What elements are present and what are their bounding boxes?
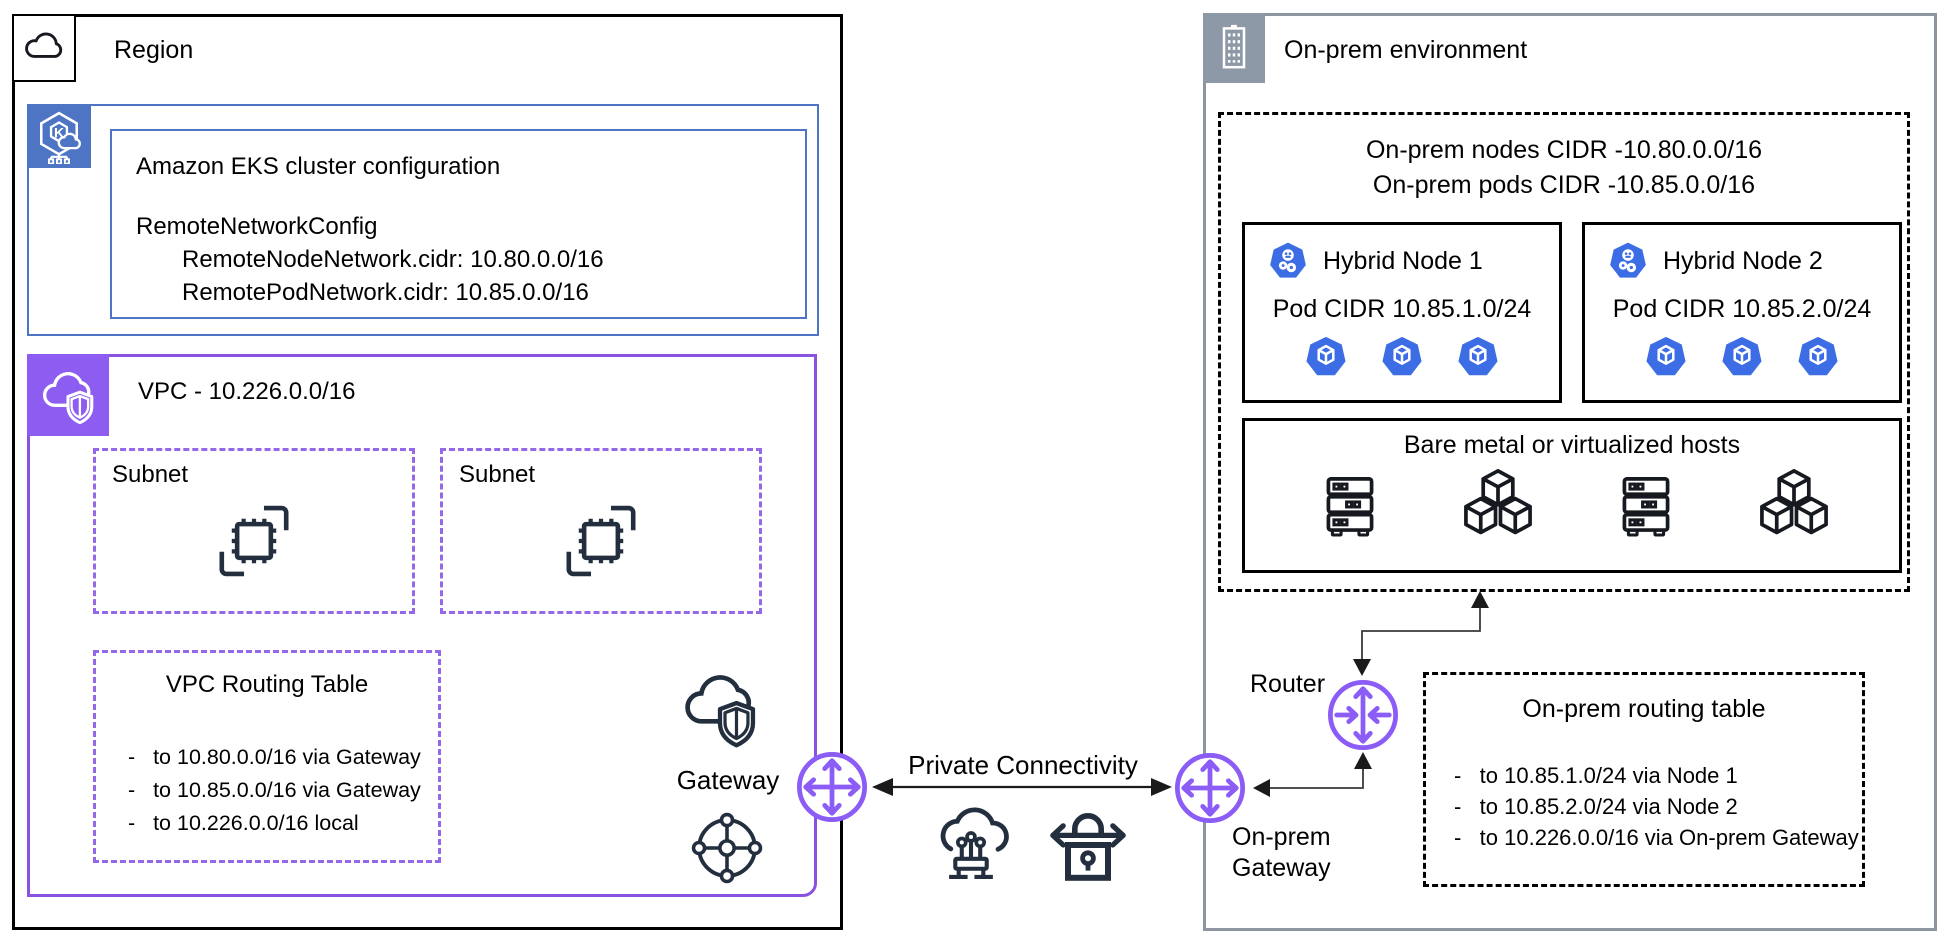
region-icon-holder: [12, 14, 76, 82]
kubernetes-pod-icon: [1455, 333, 1501, 381]
bare-metal-hosts-box: Bare metal or virtualized hosts: [1242, 418, 1902, 573]
cubes-icon: [1757, 468, 1831, 544]
eks-config-line: RemoteNodeNetwork.cidr: 10.80.0.0/16: [182, 246, 604, 273]
server-rack-icon: [1609, 468, 1683, 544]
vpc-gateway-icon: [794, 749, 870, 825]
onprem-cidr-box: On-prem nodes CIDR -10.80.0.0/16 On-prem…: [1218, 112, 1910, 592]
vpc-route-entry: - to 10.85.0.0/16 via Gateway: [128, 778, 421, 802]
onprem-container: [1203, 13, 1937, 931]
cloud-icon: [21, 25, 67, 71]
hybrid-node-1-box: Hybrid Node 1 Pod CIDR 10.85.1.0/24: [1242, 222, 1562, 403]
vpc-route-entry: - to 10.80.0.0/16 via Gateway: [128, 745, 421, 769]
kubernetes-pod-icon: [1643, 333, 1689, 381]
eks-config-heading: RemoteNetworkConfig: [136, 213, 378, 240]
onprem-gateway-icon: [1172, 750, 1248, 826]
hybrid-node-title: Hybrid Node 1: [1323, 246, 1483, 275]
hybrid-node-title: Hybrid Node 2: [1663, 246, 1823, 275]
vpc-container: [27, 354, 817, 897]
onprem-label: On-prem environment: [1284, 36, 1528, 64]
eks-config-box: Amazon EKS cluster configuration RemoteN…: [110, 129, 807, 319]
vpc-cloud-shield-icon: [27, 354, 109, 436]
onprem-nodes-cidr: On-prem nodes CIDR -10.80.0.0/16: [1365, 136, 1763, 164]
pod-cidr-label: Pod CIDR 10.85.1.0/24: [1272, 295, 1532, 323]
onprem-pods-cidr: On-prem pods CIDR -10.85.0.0/16: [1372, 171, 1756, 199]
kubernetes-node-icon: [1267, 239, 1309, 283]
subnet-box-1: Subnet: [93, 448, 415, 614]
building-icon: [1203, 13, 1265, 83]
subnet-label: Subnet: [112, 461, 189, 488]
arrowhead-right: [1151, 778, 1172, 796]
onprem-routing-table: On-prem routing table - to 10.85.1.0/24 …: [1423, 672, 1865, 887]
subnet-box-2: Subnet: [440, 448, 762, 614]
onprem-route-entry: - to 10.85.1.0/24 via Node 1: [1454, 763, 1738, 788]
vpc-routing-table: VPC Routing Table - to 10.80.0.0/16 via …: [93, 650, 441, 863]
region-container: [12, 14, 843, 930]
bare-metal-hosts-label: Bare metal or virtualized hosts: [1403, 431, 1741, 459]
private-connectivity-label: Private Connectivity: [908, 750, 1138, 780]
onprem-route-entry: - to 10.226.0.0/16 via On-prem Gateway: [1454, 825, 1859, 850]
eks-config-title: Amazon EKS cluster configuration: [136, 153, 501, 180]
eks-group-box: [27, 104, 819, 336]
vpc-label: VPC - 10.226.0.0/16: [138, 378, 356, 405]
eks-cluster-icon: [27, 104, 91, 168]
kubernetes-pod-icon: [1719, 333, 1765, 381]
instance-chip-icon: [208, 495, 300, 587]
onprem-routing-title: On-prem routing table: [1522, 695, 1766, 723]
onprem-gateway-label: On-prem Gateway: [1232, 823, 1331, 882]
hybrid-node-2-box: Hybrid Node 2 Pod CIDR 10.85.2.0/24: [1582, 222, 1902, 403]
cloud-shield-icon: [672, 664, 768, 750]
gateway-label: Gateway: [676, 765, 780, 795]
kubernetes-pod-icon: [1303, 333, 1349, 381]
eks-config-line: RemotePodNetwork.cidr: 10.85.0.0/16: [182, 279, 589, 306]
direct-connect-cloud-icon: [930, 798, 1012, 906]
vpc-routing-title: VPC Routing Table: [165, 671, 369, 698]
kubernetes-pod-icon: [1379, 333, 1425, 381]
router-icon: [1325, 677, 1401, 753]
subnet-label: Subnet: [459, 461, 536, 488]
kubernetes-node-icon: [1607, 239, 1649, 283]
instance-chip-icon: [555, 495, 647, 587]
router-label: Router: [1250, 670, 1326, 698]
server-rack-icon: [1313, 468, 1387, 544]
onprem-route-entry: - to 10.85.2.0/24 via Node 2: [1454, 794, 1738, 819]
kubernetes-pod-icon: [1795, 333, 1841, 381]
vpn-lock-icon: [1040, 796, 1136, 902]
pod-cidr-label: Pod CIDR 10.85.2.0/24: [1612, 295, 1872, 323]
cubes-icon: [1461, 468, 1535, 544]
vpc-route-entry: - to 10.226.0.0/16 local: [128, 811, 359, 835]
arrowhead-left: [872, 778, 893, 796]
network-hub-icon: [688, 806, 766, 890]
region-label: Region: [114, 36, 194, 64]
